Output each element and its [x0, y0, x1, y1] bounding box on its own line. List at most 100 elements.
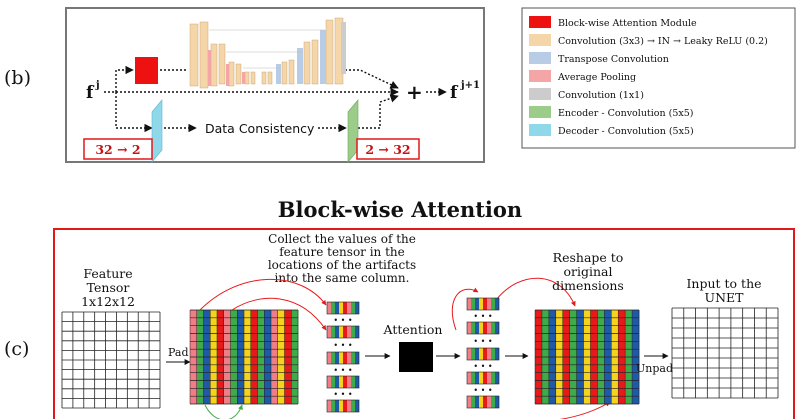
- panel-c-label: (c): [4, 338, 29, 360]
- ellipsis-dots: • • •: [473, 386, 492, 395]
- column-block: [491, 348, 495, 360]
- column-block: [467, 396, 471, 408]
- ellipsis-dots: • • •: [333, 341, 352, 350]
- legend-label: Transpose Convolution: [558, 54, 669, 65]
- column-block: [335, 302, 339, 314]
- feature-tensor-line3: 1x12x12: [81, 294, 135, 309]
- collect-line3: locations of the artifacts: [268, 258, 416, 272]
- column-block: [335, 326, 339, 338]
- legend-swatch: [529, 16, 551, 28]
- column-block: [475, 322, 479, 334]
- legend-box: [521, 7, 796, 149]
- column-block: [483, 322, 487, 334]
- column-block: [471, 322, 475, 334]
- column-block: [347, 352, 351, 364]
- column-block: [355, 400, 359, 412]
- column-block: [339, 400, 343, 412]
- unet-input-line1: Input to the: [686, 276, 761, 291]
- column-block: [467, 372, 471, 384]
- column-block: [351, 376, 355, 388]
- reshape-line2: original: [564, 264, 613, 279]
- legend-label: Convolution (1x1): [558, 90, 644, 101]
- channel-box-left-label: 32 → 2: [95, 142, 140, 157]
- ellipsis-dots: • • •: [333, 366, 352, 375]
- column-block: [475, 348, 479, 360]
- column-block: [467, 348, 471, 360]
- column-block: [347, 376, 351, 388]
- column-block: [343, 326, 347, 338]
- legend-swatch: [529, 106, 551, 118]
- ellipsis-dots: • • •: [473, 362, 492, 371]
- column-block: [347, 302, 351, 314]
- column-block: [351, 302, 355, 314]
- sum-operator: +: [406, 80, 423, 104]
- attention-module-block: [135, 57, 158, 84]
- column-block: [483, 298, 487, 310]
- column-block: [355, 352, 359, 364]
- reshaped-tensor: [534, 309, 640, 405]
- column-block: [339, 326, 343, 338]
- unet-input-line2: UNET: [705, 290, 745, 305]
- legend-swatch: [529, 52, 551, 64]
- column-block: [355, 376, 359, 388]
- collection-arrows: [199, 277, 611, 419]
- column-block: [495, 298, 499, 310]
- collect-line2: feature tensor in the: [279, 245, 405, 259]
- column-block: [355, 302, 359, 314]
- column-block: [491, 298, 495, 310]
- column-block: [479, 298, 483, 310]
- column-block: [343, 302, 347, 314]
- column-block: [491, 396, 495, 408]
- ellipsis-dots: • • •: [473, 312, 492, 321]
- column-block: [327, 352, 331, 364]
- feature-tensor-line1: Feature: [83, 266, 132, 281]
- channel-box-left: [83, 138, 153, 160]
- legend-label: Convolution (3x3) → IN → Leaky ReLU (0.2…: [558, 36, 768, 47]
- channel-box-right-label: 2 → 32: [365, 142, 410, 157]
- legend-label: Block-wise Attention Module: [558, 18, 697, 29]
- column-block: [351, 352, 355, 364]
- attention-label: Attention: [383, 322, 443, 337]
- data-consistency-label: Data Consistency: [205, 121, 315, 136]
- column-block: [327, 400, 331, 412]
- unet-input-grid: [671, 307, 779, 399]
- input-feature-label: f: [86, 83, 95, 103]
- column-block: [483, 348, 487, 360]
- column-block: [487, 298, 491, 310]
- collect-line1: Collect the values of the: [268, 232, 416, 246]
- feature-tensor-line2: Tensor: [87, 280, 130, 295]
- reshape-line3: dimensions: [552, 278, 624, 293]
- unet-blocks: [189, 17, 346, 89]
- feature-tensor-grid: [61, 311, 161, 409]
- ellipsis-dots: • • •: [333, 390, 352, 399]
- column-block: [327, 376, 331, 388]
- output-feature-sup: j+1: [460, 80, 480, 91]
- column-block: [339, 352, 343, 364]
- column-block: [475, 298, 479, 310]
- column-block: [487, 372, 491, 384]
- column-block: [491, 372, 495, 384]
- column-block: [487, 322, 491, 334]
- column-block: [471, 396, 475, 408]
- column-block: [351, 326, 355, 338]
- collected-columns-after: • • •• • •• • •• • •: [466, 297, 500, 409]
- column-block: [327, 302, 331, 314]
- column-block: [331, 400, 335, 412]
- unpad-label: Unpad: [636, 362, 673, 375]
- column-block: [351, 400, 355, 412]
- column-block: [471, 298, 475, 310]
- output-feature-label: f: [450, 83, 459, 103]
- column-block: [487, 396, 491, 408]
- column-block: [495, 396, 499, 408]
- column-block: [479, 396, 483, 408]
- padded-tensor: [189, 309, 299, 405]
- column-block: [343, 400, 347, 412]
- column-block: [495, 372, 499, 384]
- column-block: [347, 326, 351, 338]
- column-block: [347, 400, 351, 412]
- column-block: [467, 322, 471, 334]
- column-block: [355, 326, 359, 338]
- legend-label: Encoder - Convolution (5x5): [558, 108, 694, 119]
- column-block: [471, 372, 475, 384]
